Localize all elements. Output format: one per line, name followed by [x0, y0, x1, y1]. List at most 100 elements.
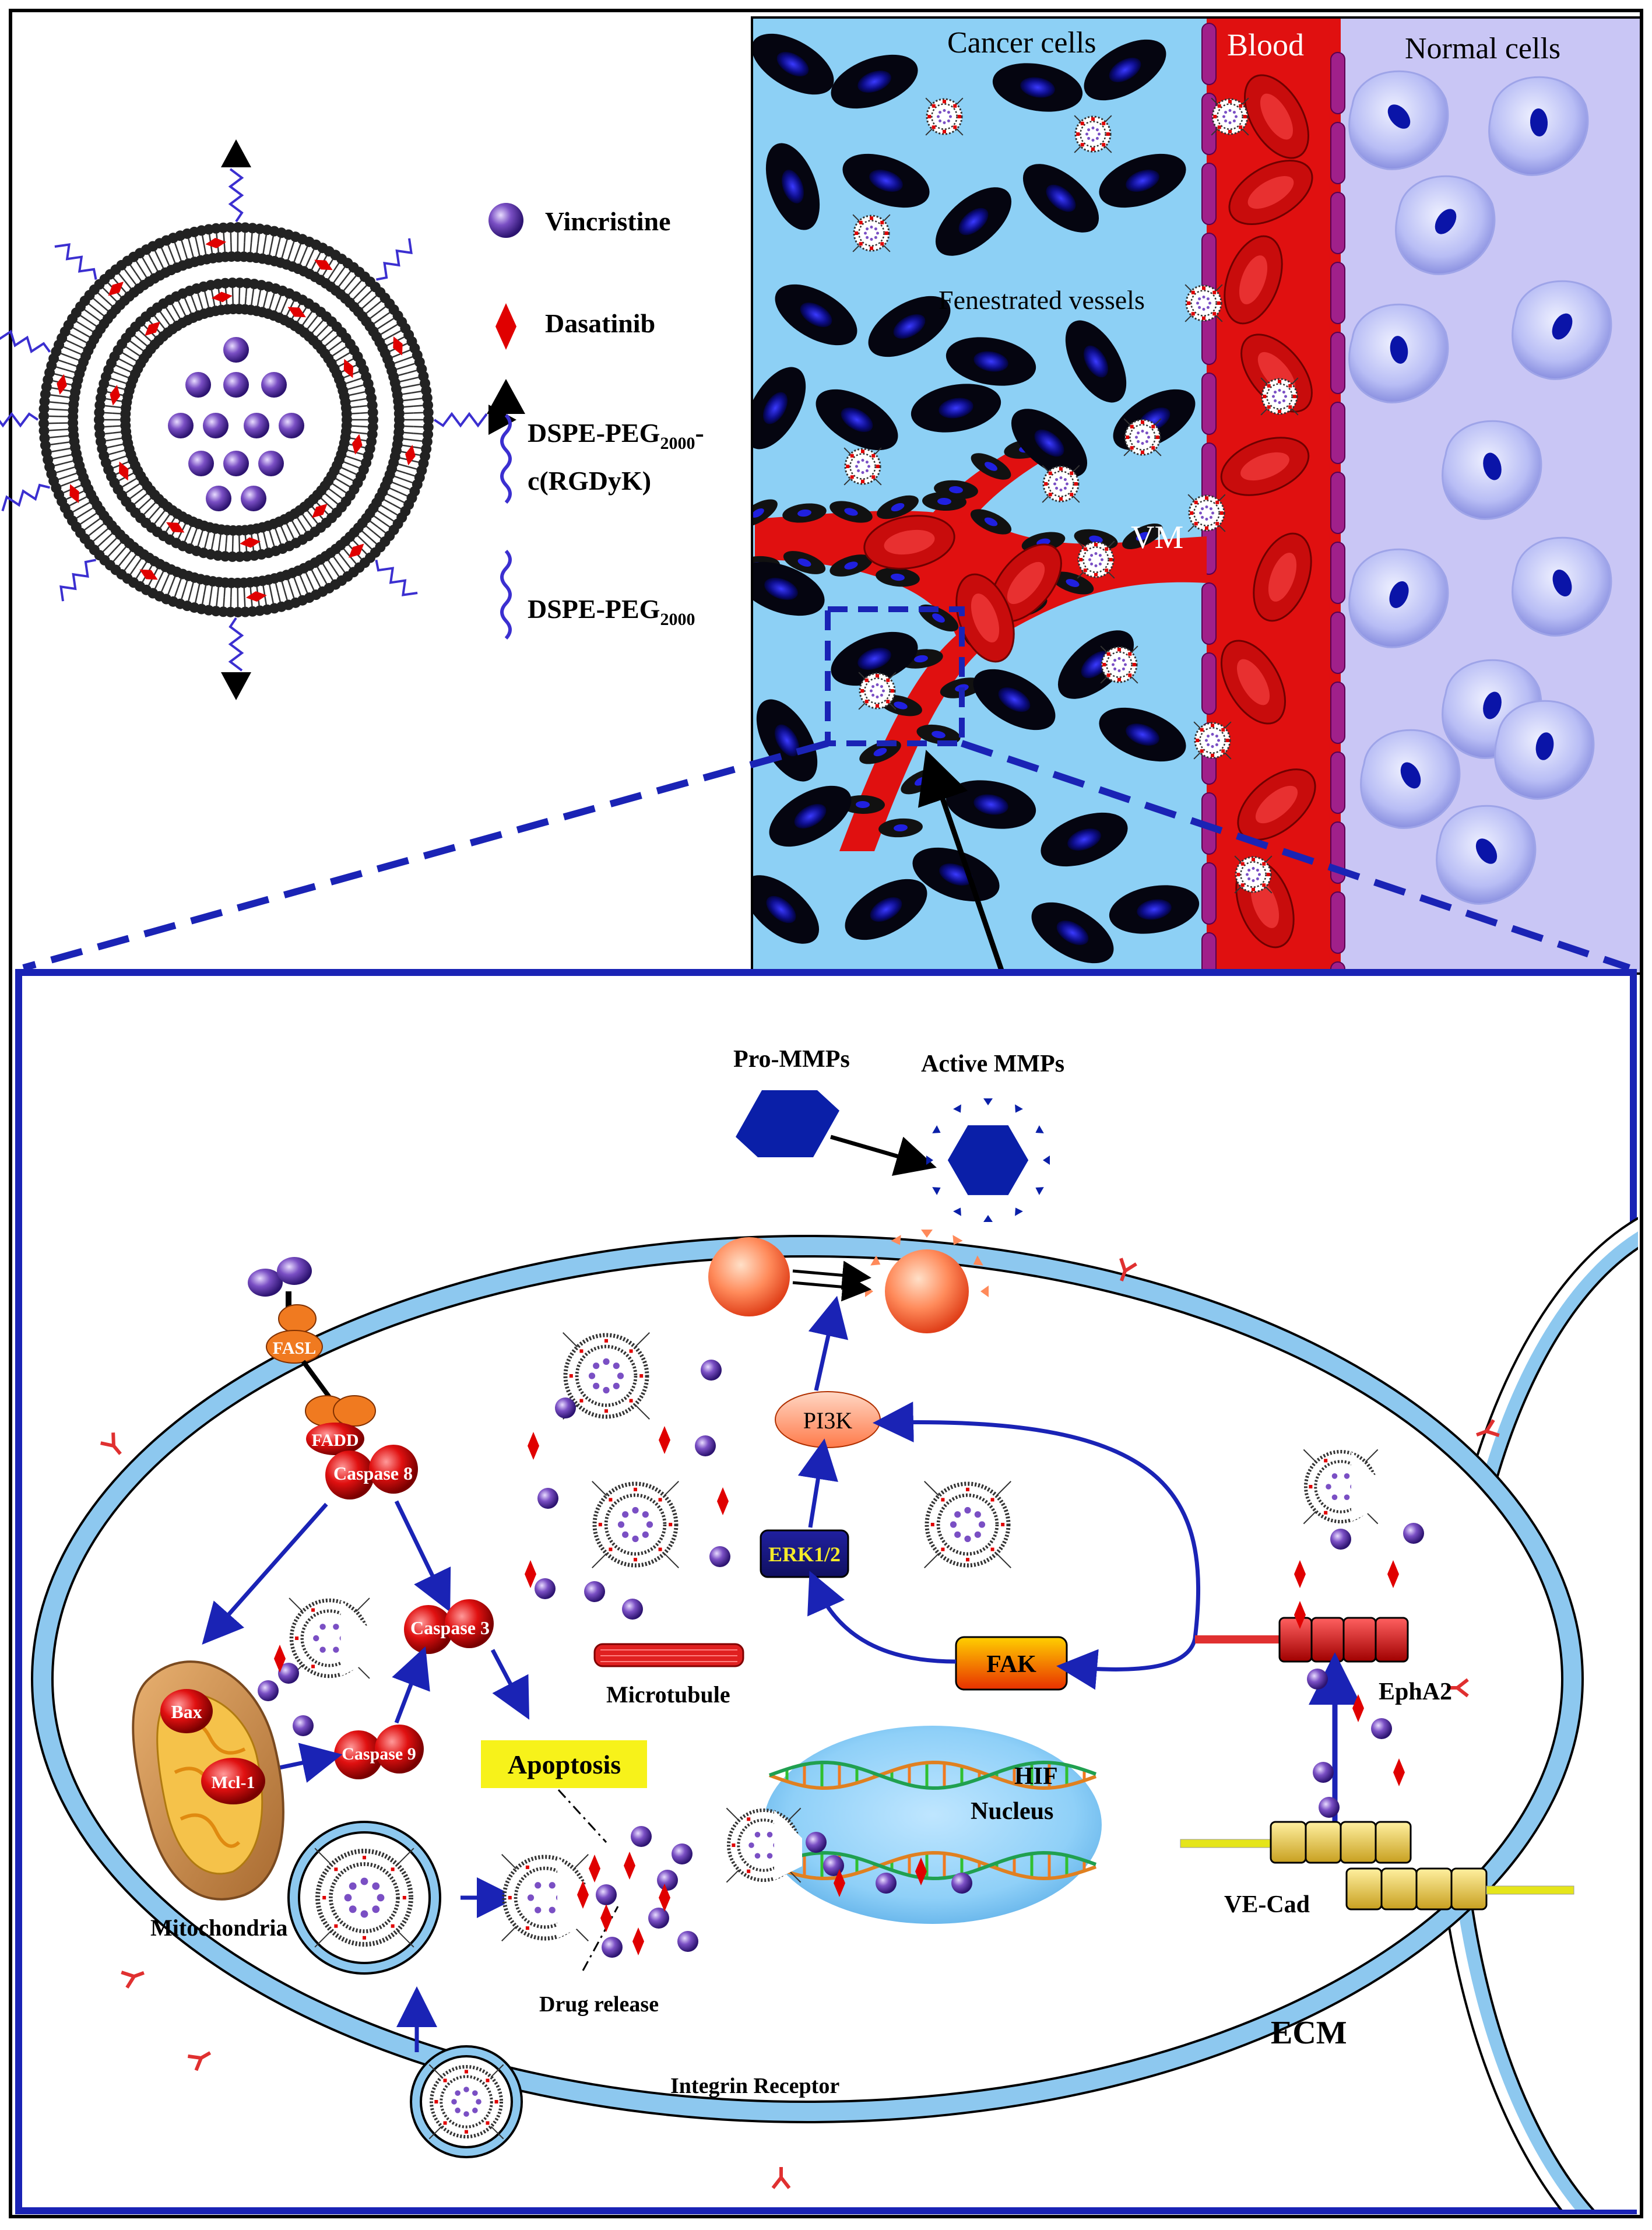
lipid-tail	[188, 238, 191, 248]
lipid-tail	[282, 249, 285, 258]
lipid-tail	[291, 241, 294, 251]
np-dasatinib	[639, 1374, 643, 1378]
lipid-tail	[114, 438, 122, 439]
lipid-head	[368, 407, 378, 417]
lipid-tail	[389, 324, 398, 329]
lipid-tail	[81, 503, 90, 507]
np-dasatinib	[1288, 384, 1292, 388]
vecad-block-4	[1376, 1822, 1411, 1863]
lipid-tail	[386, 318, 394, 324]
np-drug	[1055, 487, 1058, 490]
lipid-tail	[149, 513, 155, 519]
np-dasatinib	[1117, 678, 1121, 682]
np-dasatinib	[1267, 384, 1271, 388]
np-dasatinib	[634, 1488, 637, 1491]
np-drug	[1284, 395, 1287, 398]
np-drug	[1207, 297, 1210, 300]
lipid-tail	[136, 273, 142, 281]
np-drug	[349, 1905, 357, 1913]
lipid-tail	[64, 461, 73, 463]
lipid-tail	[85, 508, 93, 513]
np-drug	[870, 238, 873, 241]
lipid-tail	[124, 269, 130, 277]
vm-label: VM	[1131, 519, 1183, 556]
np-inner-layer	[939, 1495, 997, 1554]
vecad-block-2	[1306, 1822, 1341, 1863]
lipid-tail	[191, 536, 194, 545]
fas-ligand-ball-2	[277, 1257, 312, 1285]
lipid-tail	[347, 387, 356, 389]
lipid-tail	[98, 540, 106, 546]
lipid-tail	[321, 498, 327, 504]
np-drug	[866, 227, 869, 230]
lipid-tail	[402, 393, 412, 395]
np-dasatinib	[634, 1558, 637, 1561]
np-drug	[1246, 873, 1249, 876]
lipid-tail	[333, 275, 339, 283]
lipid-tail	[168, 585, 171, 595]
np-dasatinib	[876, 704, 879, 708]
nucleus: Nucleus HIF	[764, 1726, 1102, 1924]
np-dasatinib	[1107, 652, 1110, 656]
erk-label: ERK1/2	[768, 1543, 841, 1566]
lipid-tail	[136, 570, 142, 578]
vincristine-molecule	[677, 1931, 698, 1952]
lipid-tail	[68, 363, 77, 366]
np-dasatinib	[1196, 739, 1199, 742]
np-drug	[642, 1511, 649, 1518]
np-dasatinib	[941, 1498, 944, 1501]
lipid-tail	[259, 290, 261, 298]
np-dasatinib	[958, 115, 961, 118]
lipid-tail	[165, 318, 170, 325]
np-drug	[1247, 869, 1250, 872]
lipid-tail	[110, 538, 117, 545]
lipid-tail	[265, 291, 267, 299]
lipid-tail	[142, 269, 147, 278]
fasl-node-1	[279, 1305, 316, 1333]
fadd-label: FADD	[311, 1431, 358, 1450]
np-dasatinib	[1293, 395, 1296, 398]
vincristine-molecule	[1330, 1529, 1351, 1550]
nanoparticle	[1101, 646, 1138, 683]
np-drug	[866, 469, 869, 472]
lipid-tail	[345, 561, 350, 568]
np-dasatinib	[1109, 558, 1113, 561]
lipid-tail	[377, 511, 385, 516]
np-drug	[1252, 867, 1255, 870]
np-dasatinib	[659, 1548, 662, 1551]
np-drug	[455, 2108, 461, 2113]
np-dasatinib	[1130, 446, 1134, 449]
lipid-tail	[341, 468, 349, 471]
lipid-tail	[294, 253, 297, 262]
np-drug	[1096, 137, 1099, 140]
lipid-tail	[362, 531, 370, 538]
np-dasatinib	[1267, 405, 1271, 409]
lipid-tail	[118, 456, 126, 459]
endothelial-cell	[1202, 23, 1216, 85]
lipid-tail	[130, 265, 136, 273]
np-drug	[1344, 1494, 1350, 1500]
lipid-tail	[106, 440, 114, 441]
vincristine-molecule	[709, 1546, 730, 1567]
mmp-receptor-ball	[708, 1237, 790, 1316]
lipid-tail	[76, 513, 85, 518]
np-dasatinib	[570, 1374, 573, 1378]
np-drug	[603, 1387, 609, 1393]
lipid-tail	[52, 456, 62, 459]
vincristine-molecule	[244, 413, 269, 438]
lipid-tail	[357, 392, 365, 394]
lipid-tail	[198, 584, 200, 594]
lipid-tail	[212, 542, 213, 550]
vincristine-molecule	[1403, 1523, 1424, 1544]
lipid-tail	[304, 584, 307, 594]
lipid-tail	[84, 524, 92, 530]
lipid-tail	[339, 473, 346, 477]
np-drug	[1252, 879, 1255, 882]
lipid-tail	[339, 267, 345, 275]
lipid-tail	[89, 513, 97, 518]
np-dasatinib	[1133, 663, 1136, 666]
lipid-tail	[172, 304, 176, 311]
np-dasatinib	[1044, 482, 1048, 486]
lipid-tail	[122, 483, 129, 487]
np-dasatinib	[609, 1548, 612, 1551]
